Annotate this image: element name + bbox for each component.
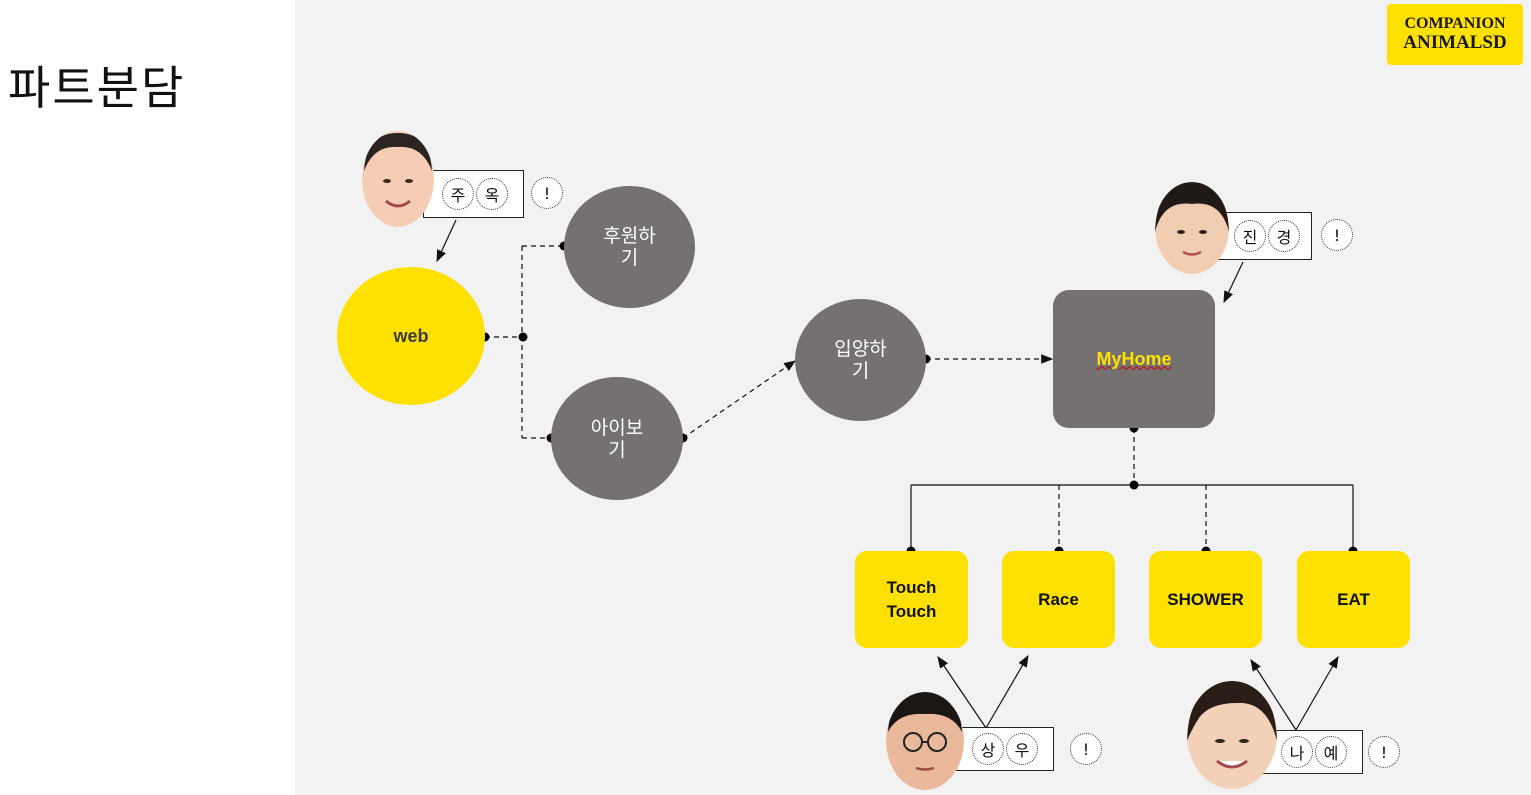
arrow-member4-shower — [1250, 658, 1297, 731]
member4-avatar — [1187, 681, 1277, 789]
logo-line1: COMPANION — [1404, 15, 1506, 33]
arrow-member2-myhome — [1223, 261, 1244, 304]
diagram-canvas — [295, 0, 1531, 795]
member2-avatar-image — [1155, 182, 1229, 274]
member3-avatar-image — [886, 692, 964, 790]
node-donate: 후원하 기 — [564, 186, 695, 308]
member2-avatar — [1155, 182, 1229, 274]
node-shower-label: SHOWER — [1167, 589, 1244, 609]
member3-nametag: 상 우 — [953, 727, 1054, 771]
arrow-view-adopt — [682, 360, 796, 439]
node-view-animals-label: 아이보 기 — [590, 416, 644, 461]
member1-avatar — [362, 131, 434, 227]
node-eat: EAT — [1297, 551, 1410, 648]
page-title: 파트분담 — [8, 61, 186, 115]
logo: COMPANION ANIMALSD — [1387, 4, 1523, 65]
member1-char2: 옥 — [476, 178, 508, 210]
member3-mark: ! — [1070, 733, 1102, 765]
node-race-label: Race — [1038, 589, 1079, 609]
node-shower: SHOWER — [1149, 551, 1262, 648]
member4-mark: ! — [1368, 736, 1400, 768]
member4-char2: 예 — [1315, 736, 1347, 768]
arrow-member3-touch — [937, 656, 987, 729]
node-adopt-label: 입양하 기 — [834, 338, 887, 382]
node-web-label: web — [393, 325, 429, 346]
member2-mark: ! — [1321, 219, 1353, 251]
logo-line2: ANIMALSD — [1403, 31, 1507, 53]
node-myhome: MyHome — [1053, 290, 1215, 428]
member3-char2: 우 — [1006, 733, 1038, 765]
node-view-animals: 아이보 기 — [551, 377, 683, 500]
member4-nametag: 나 예 — [1262, 730, 1363, 774]
member2-nametag: 진 경 — [1215, 212, 1312, 260]
node-donate-label: 후원하 기 — [603, 225, 656, 269]
node-touch: Touch Touch — [855, 551, 968, 648]
connector-dot — [1129, 480, 1139, 490]
connector-dot — [518, 332, 528, 342]
member4-avatar-image — [1187, 681, 1277, 789]
arrow-member4-eat — [1295, 655, 1339, 731]
arrow-member3-race — [985, 654, 1029, 729]
node-touch-label: Touch Touch — [886, 577, 937, 621]
node-adopt: 입양하 기 — [795, 299, 926, 421]
member1-avatar-image — [362, 131, 434, 227]
arrow-member1-web — [436, 219, 457, 263]
node-eat-label: EAT — [1337, 589, 1370, 609]
node-race: Race — [1002, 551, 1115, 648]
member1-mark: ! — [531, 177, 563, 209]
member1-char1: 주 — [442, 178, 474, 210]
left-panel: 파트분담 — [0, 0, 295, 795]
member2-char1: 진 — [1234, 220, 1266, 252]
member3-char1: 상 — [972, 733, 1004, 765]
member2-char2: 경 — [1268, 220, 1300, 252]
member4-char1: 나 — [1281, 736, 1313, 768]
member1-nametag: 주 옥 — [423, 170, 524, 218]
member3-avatar — [886, 692, 964, 790]
node-myhome-label: MyHome — [1096, 348, 1172, 369]
node-web: web — [337, 267, 485, 405]
